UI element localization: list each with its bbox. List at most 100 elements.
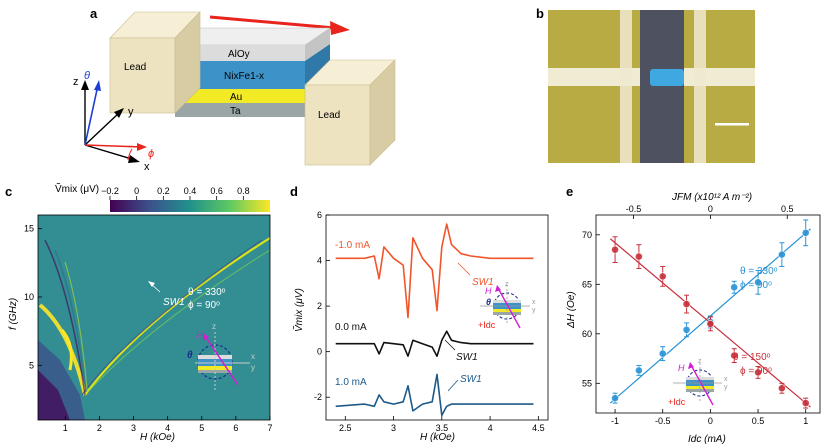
scatter-series (609, 219, 811, 409)
annotation-phi-c: ϕ = 90ᵒ (188, 300, 220, 311)
panel-b: b (536, 6, 755, 163)
y-tick-label: 0 (317, 347, 322, 357)
sw1-label-d-mid: SW1 (456, 352, 478, 363)
axis-x-label: x (144, 161, 150, 173)
colorbar-tick-label: 0.6 (210, 186, 223, 196)
y-tick-label: 4 (317, 256, 322, 266)
inset-c-h: H (196, 330, 203, 340)
trace-label-zero: 0.0 mA (335, 322, 367, 333)
top-tick-label: 0 (708, 204, 713, 214)
x-tick-label: 4.5 (532, 423, 545, 433)
x-tick-label: 0.5 (752, 416, 765, 426)
inset-d-x: x (532, 299, 536, 306)
inset-e-y: y (724, 384, 728, 391)
x-tick-label: 2 (97, 423, 102, 433)
current-arrow (209, 15, 336, 30)
heatmap-xlabel: H (kOe) (140, 432, 175, 443)
inset-d-h: H (485, 286, 492, 296)
annotation-theta-c: θ = 330ᵒ (188, 287, 226, 298)
heatmap (38, 215, 270, 420)
legend-blue-theta: θ = 330ᵒ (740, 266, 778, 277)
data-point (634, 252, 643, 261)
panel-letter-b: b (536, 6, 544, 21)
colorbar-title: Ṽmix (μV) (55, 182, 99, 195)
lead-left: Lead (109, 11, 201, 114)
panel-letter-a: a (90, 6, 98, 21)
inset-c-y: y (251, 363, 255, 372)
inset-d-z: z (505, 281, 509, 288)
y-tick-label: 5 (29, 360, 34, 370)
layer-ta (175, 103, 305, 117)
legend-blue-phi: ϕ = 90ᵒ (740, 280, 772, 291)
scatter-xlabel: Idc (mA) (688, 434, 726, 445)
lead-right-label: Lead (318, 110, 340, 121)
x-tick-label: 0 (708, 416, 713, 426)
x-tick-label: -1 (611, 416, 619, 426)
data-point (611, 394, 619, 403)
scatter-top-label: JFM (x10¹² A m⁻²) (671, 192, 752, 203)
inset-c-x: x (251, 352, 255, 361)
scatter-ylabel: ΔH (Oe) (566, 291, 577, 329)
y-tick-label: -2 (314, 392, 322, 402)
inset-c: H z x y θ (187, 322, 255, 390)
data-point (611, 245, 619, 254)
layer-au (175, 89, 305, 103)
trace-series (335, 223, 534, 417)
x-tick-label: 1 (803, 416, 808, 426)
colorbar (110, 200, 270, 212)
data-point (706, 319, 715, 328)
trace-ylabel: Ṽmix (μV) (292, 288, 305, 332)
x-tick-label: 5 (199, 423, 204, 433)
phi-arrow (84, 144, 143, 148)
x-tick-label: 7 (267, 423, 272, 433)
inset-e-h: H (678, 363, 685, 373)
sw1-label-d-bot: SW1 (460, 374, 482, 385)
panel-letter-e: e (566, 184, 573, 199)
inset-c-theta: θ (187, 350, 193, 361)
data-point (754, 368, 762, 377)
lead-left-label: Lead (124, 62, 146, 73)
lead-right: Lead (304, 59, 396, 166)
data-point (801, 399, 810, 407)
y-tick-label: 10 (24, 292, 34, 302)
y-tick-label: 65 (582, 279, 592, 289)
coordinate-axes: z θ y x ϕ (73, 70, 154, 173)
inset-e-x: x (724, 376, 728, 383)
top-tick-label: -0.5 (626, 204, 642, 214)
colorbar-tick-label: 0.4 (184, 186, 197, 196)
x-tick-label: 3 (391, 423, 396, 433)
current-arrow-head (330, 21, 350, 35)
data-point (658, 272, 667, 281)
trace-line-1 (335, 330, 534, 357)
panel-a: a +Idc AlOy NixFe1-x Au Ta (73, 6, 396, 173)
trace-label-pos: 1.0 mA (335, 377, 367, 388)
trace-line-2 (335, 373, 534, 417)
y-tick-label: 15 (24, 224, 34, 234)
top-tick-label: 0.5 (781, 204, 794, 214)
inset-e-idc: +Idc (668, 397, 686, 407)
x-tick-label: 2.5 (339, 423, 352, 433)
trace-line-0 (335, 223, 534, 319)
data-point (730, 283, 739, 292)
theta-arrow (84, 84, 99, 146)
y-tick-label: 60 (582, 329, 592, 339)
phi-label: ϕ (148, 148, 154, 160)
trace-xlabel: H (kOe) (420, 432, 455, 443)
colorbar-tick-label: 0.8 (237, 186, 250, 196)
sw1-label-d-top: SW1 (472, 277, 494, 288)
inset-d-theta: θ (486, 297, 491, 307)
inset-d: H z x y +Idc θ (478, 281, 536, 330)
colorbar-tick-label: −0.2 (101, 186, 119, 196)
colorbar-tick-label: 0 (134, 186, 139, 196)
x-tick-label: 4 (165, 423, 170, 433)
x-tick-label: 4 (488, 423, 493, 433)
heatmap-resonance-main (84, 237, 270, 396)
y-tick-label: 2 (317, 301, 322, 311)
plot-frame-e (595, 214, 821, 414)
